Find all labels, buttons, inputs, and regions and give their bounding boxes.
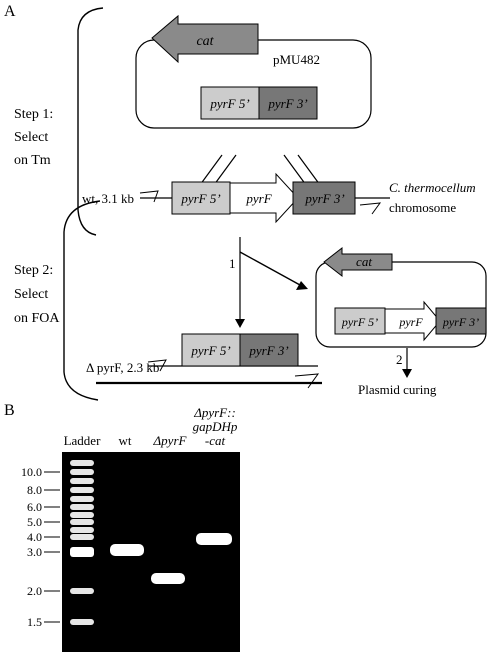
- ladder-band: [70, 534, 94, 540]
- wt-right-break: [359, 202, 382, 215]
- excised-pyrf-label: pyrF: [398, 315, 423, 329]
- excised-cat-label: cat: [356, 254, 372, 269]
- ladder-band: [70, 460, 94, 466]
- step2-brace: [63, 200, 101, 401]
- lane-label-4-line1: ΔpyrF::: [193, 405, 236, 420]
- excised-pyrf3-box: [435, 307, 487, 335]
- plasmid-pyrf3-label: pyrF 3’: [267, 96, 307, 111]
- ladder-band: [70, 588, 94, 594]
- step2-line2: Select: [14, 287, 48, 302]
- ladder-size-label: 8.0: [27, 483, 42, 497]
- wt-pyrf3-label: pyrF 3’: [304, 191, 344, 206]
- plasmid-pyrf3-box: [258, 86, 318, 120]
- lane-label-ladder: Ladder: [64, 433, 101, 448]
- ladder-size-label: 10.0: [21, 465, 42, 479]
- ladder-band: [70, 519, 94, 525]
- excision-arrowhead: [296, 281, 308, 290]
- step1-line2: Select: [14, 130, 48, 145]
- delta-pyrf5-label: pyrF 5’: [190, 343, 230, 358]
- wt-pyrf3-box: [292, 181, 356, 215]
- plasmid-pyrf5-label: pyrF 5’: [209, 96, 249, 111]
- ladder-bands: [70, 460, 94, 625]
- delta-left-break: [147, 359, 167, 372]
- ladder-size-label: 4.0: [27, 530, 42, 544]
- wt-band: [110, 544, 144, 556]
- step1-down-arrowhead: [235, 319, 245, 328]
- ladder-size-label: 2.0: [27, 584, 42, 598]
- delta-pyrf3-label: pyrF 3’: [248, 343, 288, 358]
- step2-line3: on FOA: [14, 311, 60, 326]
- crossover-line-right-1: [283, 154, 307, 186]
- chromosome-species-label: C. thermocellum: [389, 180, 476, 195]
- complement-band: [196, 533, 232, 545]
- delta-pyrf-label: Δ pyrF, 2.3 kb: [86, 360, 159, 375]
- lane-label-4-line3: -cat: [205, 433, 226, 448]
- curing-arrowhead: [402, 369, 412, 378]
- ladder-band: [70, 504, 94, 510]
- plasmid-pyrf5-box: [200, 86, 260, 120]
- lane-label-4-line2: gapDHp: [193, 419, 238, 434]
- excision-arrow: [239, 251, 301, 286]
- excised-pyrf3-label: pyrF 3’: [442, 315, 479, 329]
- plasmid-curing-label: Plasmid curing: [358, 382, 437, 397]
- ladder-size-label: 3.0: [27, 545, 42, 559]
- ladder-band: [70, 496, 94, 502]
- step-number-2: 2: [396, 352, 403, 367]
- wt-pyrf-arrow: [229, 172, 299, 224]
- lane-label-delta-pyrf: ΔpyrF: [153, 433, 188, 448]
- delta-pyrf5-box: [181, 333, 241, 367]
- excised-pyrf-arrow: [384, 300, 441, 342]
- ladder-band: [70, 478, 94, 484]
- chromosome-label: chromosome: [389, 200, 456, 215]
- excised-pyrf5-label: pyrF 5’: [341, 315, 378, 329]
- ladder-size-label: 1.5: [27, 615, 42, 629]
- crossover-line-right-2: [297, 154, 321, 186]
- cat-arrow: [151, 14, 259, 64]
- ladder-band: [70, 527, 94, 533]
- step1-line3: on Tm: [14, 153, 51, 168]
- wt-pyrf5-label: pyrF 5’: [180, 191, 220, 206]
- ladder-band: [70, 547, 94, 557]
- wt-pyrf5-box: [171, 181, 231, 215]
- ladder-band: [70, 469, 94, 475]
- lane-label-wt: wt: [119, 433, 132, 448]
- delta-right-break: [294, 373, 320, 389]
- ladder-size-label: 5.0: [27, 515, 42, 529]
- excised-plasmid-outline: [315, 261, 487, 348]
- excised-pyrf5-box: [334, 307, 386, 335]
- plasmid-name: pMU482: [273, 52, 320, 67]
- panel-a-label: A: [4, 3, 16, 20]
- step1-line1: Step 1:: [14, 107, 53, 122]
- delta-pyrf-band: [151, 573, 185, 584]
- step1-brace: [77, 7, 104, 236]
- delta-pyrf3-box: [239, 333, 299, 367]
- ladder-size-labels: 10.0 8.0 6.05.04.03.0 2.0 1.5: [21, 465, 60, 629]
- crossover-line-left-1: [199, 154, 223, 186]
- wt-label: wt, 3.1 kb: [82, 191, 134, 206]
- plasmid-cat-label: cat: [196, 34, 214, 49]
- ladder-band: [70, 487, 94, 493]
- crossover-line-left-2: [213, 154, 237, 186]
- step-number-1: 1: [229, 256, 236, 271]
- ladder-band: [70, 512, 94, 518]
- ladder-size-label: 6.0: [27, 500, 42, 514]
- wt-pyrf-label: pyrF: [245, 191, 272, 206]
- excised-cat-arrow: [323, 246, 393, 278]
- ladder-band: [70, 619, 94, 625]
- wt-left-break: [139, 190, 159, 203]
- step2-line1: Step 2:: [14, 263, 53, 278]
- panel-b-label: B: [4, 402, 15, 419]
